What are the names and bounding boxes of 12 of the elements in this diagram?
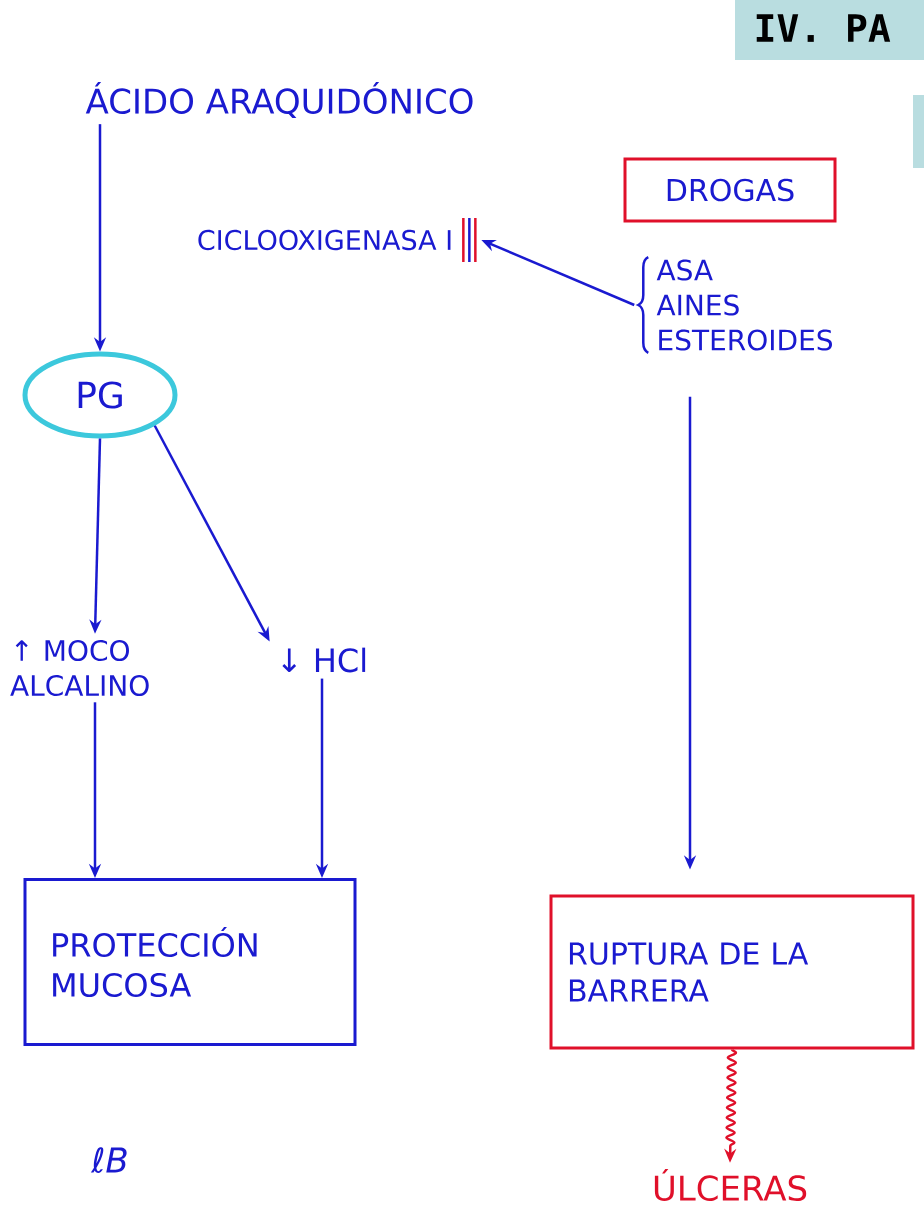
outlined-box: RUPTURA DE LA BARRERA — [549, 894, 915, 1050]
handwritten-text: ↓ HCl — [282, 647, 366, 673]
drug-list: ASA AINES ESTEROIDES — [656, 259, 832, 351]
ellipse-node: PG — [22, 351, 178, 439]
signature: ℓB — [90, 1147, 127, 1173]
handwritten-text: CICLOOXIGENASA I — [198, 229, 451, 251]
outlined-box: PROTECCIÓN MUCOSA — [23, 878, 357, 1046]
title: IV. PA — [756, 14, 891, 42]
handwritten-text: ÚLCERAS — [654, 1169, 807, 1201]
handwritten-text: ÁCIDO ARAQUIDÓNICO — [85, 82, 473, 118]
handwritten-text: ↑ MOCO ALCALINO — [10, 639, 149, 697]
outlined-box: DROGAS — [623, 157, 837, 223]
